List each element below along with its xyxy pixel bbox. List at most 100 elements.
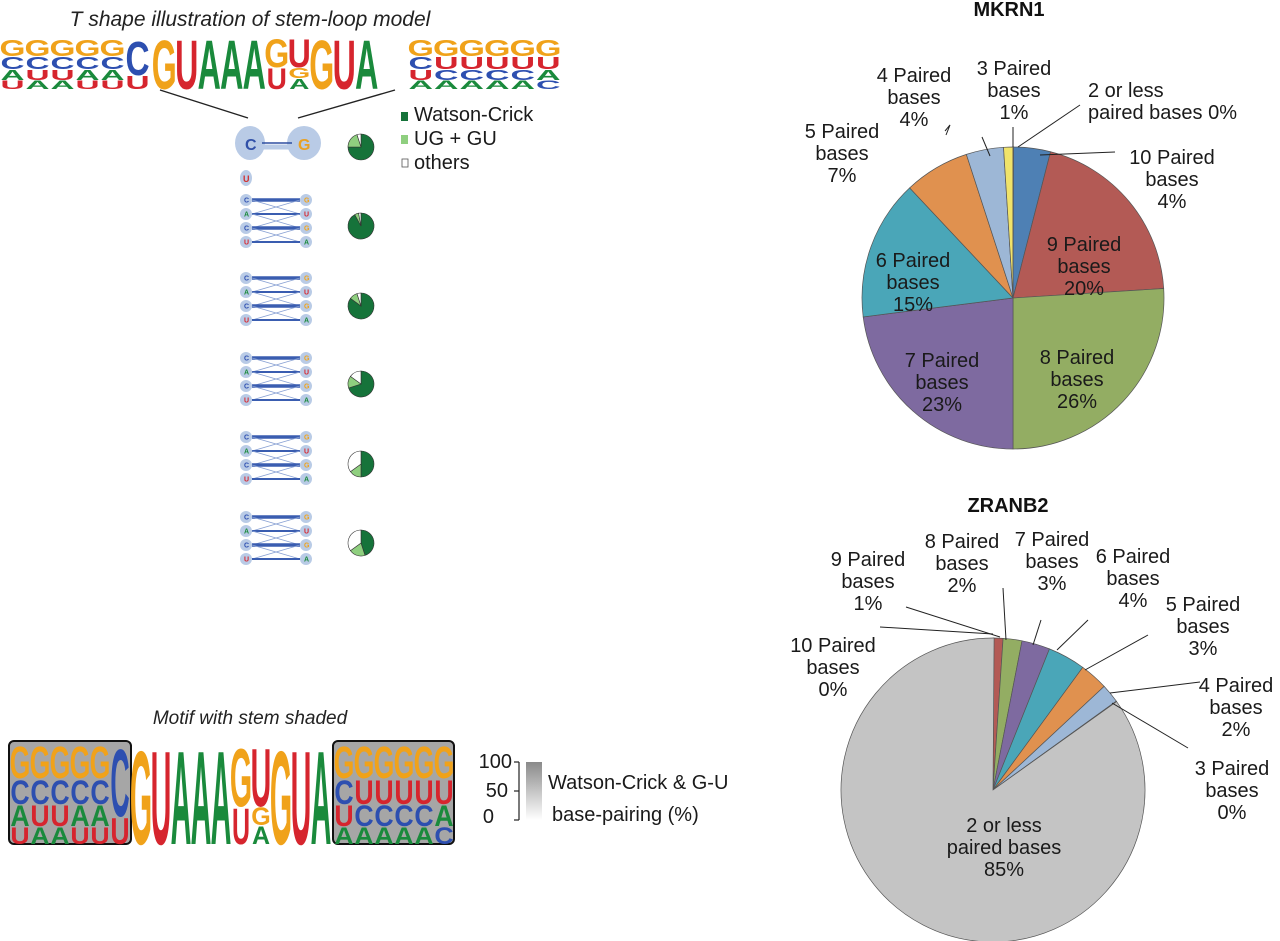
stem-node-left-base: C [244,226,249,233]
stem-node-right-base: G [304,515,310,522]
logo-letter: A [75,67,99,83]
pie-leader-line [1111,702,1189,749]
connector-line-right [297,89,396,119]
logo-letter: C [70,773,89,812]
logo-letter: A [50,78,74,91]
logo-letter: C [110,729,129,837]
logo-letter: U [75,78,99,91]
loop-letter: A [311,725,332,873]
pairing-pie-slice-others [358,212,362,227]
stem-node-left [240,194,252,206]
stem-cross-link [251,516,301,532]
stem-node-left-base: C [244,276,249,283]
shading-tick-label-50: 50 [486,780,508,802]
pie-leader-line [1109,681,1201,694]
loop-letter: A [220,27,243,104]
stem-node-right-base: U [304,370,309,377]
stem-node-left [240,431,252,443]
stem-node-left [240,473,252,485]
stem-node-right [300,394,312,406]
loop-letter: G [230,732,252,824]
logo-letter: U [394,773,413,812]
logo-letter: G [50,36,76,61]
pie-leader-line [1039,151,1116,156]
stem5-shaded-box [8,740,132,845]
pie-leader-line [905,606,1001,638]
logo-letter: A [0,67,24,83]
loop-letter: U [333,27,356,104]
shading-tick-label-0: 0 [483,806,494,828]
logo-letter: U [434,773,453,812]
stem-node-right-base: G [304,304,310,311]
legend-label-watson-crick: Watson-Crick [414,104,534,126]
logo-letter: C [485,67,510,84]
stem-cross-link [251,199,301,215]
logo-letter: G [0,36,25,61]
stem-node-left-base: U [244,318,249,325]
stem-cross-link [251,213,301,229]
stem-node-left-base: C [244,463,249,470]
logo-letter: U [485,54,510,73]
stem-node-left [240,236,252,248]
logo-letter: A [536,67,561,84]
connector-line-left [159,89,249,119]
loop-letter: G [152,27,177,104]
shading-label-line1: Watson-Crick & G-U [548,772,728,794]
pie-label-line: bases [1106,568,1159,590]
logo-letter: A [434,800,453,832]
loop-extra-letter: A [289,76,309,92]
pairing-pie-slice-watson-crick [360,450,375,478]
pie-label-line: 2 or less [966,815,1042,837]
loop-letter: A [355,27,378,104]
logo-letter: A [374,823,393,849]
pie-label-line: paired bases 0% [1088,102,1237,124]
stem-node-left-base: U [244,477,249,484]
pie-label-line: 3 Paired [977,58,1052,80]
pie-leader-line [1032,619,1042,646]
stem-node-right-base: A [304,557,309,564]
logo-letter: G [408,36,434,61]
pie-label-line: bases [1025,551,1078,573]
pie-label-line: 10 Paired [790,635,876,657]
logo-letter: A [510,79,535,92]
stem-node-left [240,222,252,234]
shading-tick-label-100: 100 [479,751,512,773]
pie-label-line: bases [886,272,939,294]
pairing-pie-slice-watson-crick [360,529,375,556]
loop-letter: A [211,725,232,873]
stem-node-right [300,431,312,443]
pie-label-line: bases [1209,697,1262,719]
stem-node-right-base: G [304,543,310,550]
stem-node-right-base: U [304,529,309,536]
stem-node-left [240,272,252,284]
logo-letter: C [125,32,149,85]
logo-letter: A [70,800,89,832]
pie-label-line: 4 Paired [877,65,952,87]
pie-label-line: 4 Paired [1199,675,1274,697]
stem-cross-link [251,291,301,307]
loop-letter: G [264,31,289,76]
logo-letter: U [434,54,459,73]
logo-letter: U [50,800,69,832]
logo-letter: A [25,78,49,91]
stem-node-left [240,314,252,326]
stem-node-left [240,208,252,220]
logo-letter: U [90,823,109,849]
logo-letter: C [414,800,433,832]
stem-node-left [240,300,252,312]
logo-letter: G [459,36,485,61]
stem-node-left-base: C [244,543,249,550]
pairing-pie-slice-others [347,450,362,473]
stem-node-right [300,286,312,298]
